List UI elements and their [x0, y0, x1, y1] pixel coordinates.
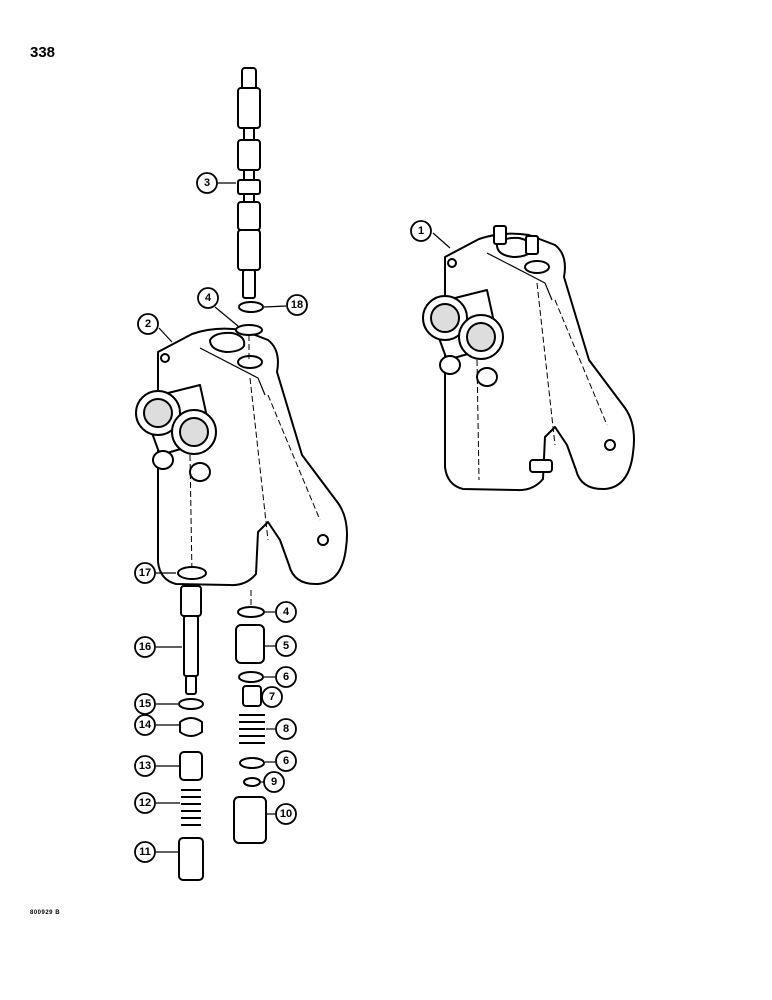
spring	[239, 714, 265, 744]
callout-4-lower: 4	[265, 601, 297, 623]
svg-text:6: 6	[283, 755, 289, 767]
svg-text:18: 18	[291, 299, 303, 311]
svg-text:13: 13	[139, 760, 151, 772]
svg-text:1: 1	[418, 225, 424, 237]
svg-text:4: 4	[283, 606, 290, 618]
spring	[181, 789, 201, 826]
callout-12: 12	[134, 792, 180, 814]
callout-3: 3	[196, 172, 236, 194]
svg-text:5: 5	[283, 640, 289, 652]
svg-text:3: 3	[204, 177, 210, 189]
assembled-valve	[422, 225, 635, 492]
figure-code: 800929 B	[30, 910, 61, 916]
spool	[237, 67, 261, 299]
callout-8: 8	[266, 718, 297, 740]
svg-text:17: 17	[139, 567, 151, 579]
o-ring	[235, 324, 263, 336]
plug	[178, 837, 204, 881]
svg-text:15: 15	[139, 698, 151, 710]
seat	[179, 717, 203, 737]
page-number: 338	[30, 44, 56, 61]
svg-text:4: 4	[205, 292, 212, 304]
callout-9: 9	[261, 771, 285, 793]
svg-text:16: 16	[139, 641, 151, 653]
callout-4: 4	[197, 287, 239, 327]
washer	[238, 671, 264, 683]
callout-10: 10	[267, 803, 297, 825]
callout-7: 7	[261, 686, 283, 708]
svg-text:10: 10	[280, 808, 292, 820]
washer	[239, 757, 265, 769]
svg-text:7: 7	[269, 691, 275, 703]
plug	[233, 796, 267, 844]
callout-2: 2	[137, 313, 173, 343]
plunger	[180, 585, 202, 695]
svg-text:14: 14	[139, 719, 152, 731]
callout-1: 1	[410, 220, 451, 249]
callout-6: 6	[264, 666, 297, 688]
callout-5: 5	[265, 635, 297, 657]
callout-6-lower: 6	[265, 750, 297, 772]
callout-13: 13	[134, 755, 179, 777]
svg-text:8: 8	[283, 723, 289, 735]
piston	[242, 685, 262, 707]
svg-text:2: 2	[145, 318, 151, 330]
sleeve	[235, 624, 265, 664]
o-ring	[177, 566, 207, 580]
svg-text:11: 11	[139, 846, 151, 858]
seal-ring	[238, 301, 264, 313]
callout-11: 11	[134, 841, 178, 863]
callout-18: 18	[263, 294, 308, 316]
poppet	[179, 751, 203, 781]
callout-17: 17	[134, 562, 176, 584]
callout-15: 15	[134, 693, 178, 715]
valve-body	[135, 327, 348, 587]
svg-text:6: 6	[283, 671, 289, 683]
callout-14: 14	[134, 714, 179, 736]
svg-text:9: 9	[271, 776, 277, 788]
o-ring	[178, 698, 204, 710]
callout-16: 16	[134, 636, 182, 658]
ring	[243, 777, 261, 787]
o-ring	[237, 606, 265, 618]
svg-text:12: 12	[139, 797, 151, 809]
